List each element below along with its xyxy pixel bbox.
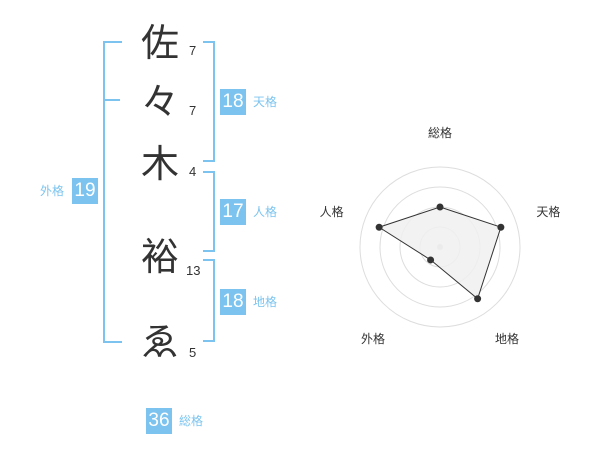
radar-point-1 <box>497 223 505 231</box>
radar-point-4 <box>375 223 383 231</box>
soukaku-badge: 36 <box>146 408 172 434</box>
jinkaku-badge: 17 <box>220 199 246 225</box>
name-strokes-panel: 佐 7 々 7 木 4 裕 13 ゑ 5 外格 19 18 天格 17 人格 1… <box>0 0 300 470</box>
radar-data-series <box>375 203 505 303</box>
chikaku-bracket <box>203 259 215 342</box>
chikaku-badge: 18 <box>220 289 246 315</box>
radar-axis-label-1: 天格 <box>536 204 560 219</box>
gaikaku-bracket-tick <box>103 99 120 101</box>
stroke-count-5: 5 <box>189 345 197 360</box>
name-char-2: 々 <box>140 80 179 124</box>
chikaku-label: 地格 <box>253 295 278 309</box>
stroke-count-1: 7 <box>189 43 197 58</box>
stroke-count-2: 7 <box>189 103 197 118</box>
radar-axis-label-3: 外格 <box>361 331 385 346</box>
tenkaku-badge: 18 <box>220 89 246 115</box>
stroke-count-4: 13 <box>186 263 201 278</box>
radar-axis-label-2: 地格 <box>495 331 519 346</box>
name-char-3: 木 <box>140 142 179 186</box>
radar-point-3 <box>427 256 435 264</box>
radar-axis-label-0: 総格 <box>428 125 452 140</box>
tenkaku-label: 天格 <box>253 95 278 109</box>
radar-point-2 <box>474 295 482 303</box>
name-char-5: ゑ <box>140 320 179 364</box>
tenkaku-bracket <box>203 41 215 162</box>
name-char-1: 佐 <box>140 21 179 65</box>
gaikaku-label: 外格 <box>40 184 65 198</box>
radar-point-0 <box>436 203 444 211</box>
radar-ring-4 <box>359 166 521 328</box>
gaikaku-badge: 19 <box>72 178 98 204</box>
stroke-count-3: 4 <box>189 164 197 179</box>
jinkaku-label: 人格 <box>253 205 278 219</box>
soukaku-label: 総格 <box>179 414 204 428</box>
jinkaku-bracket <box>203 171 215 252</box>
radar-polygon <box>377 206 502 300</box>
gaikaku-bracket <box>103 41 122 343</box>
fortune-radar-chart: 総格天格地格 外格 人格 <box>300 0 600 470</box>
radar-axis-label-4: 人格 <box>320 204 344 219</box>
name-char-4: 裕 <box>140 235 179 279</box>
radar-ring-3 <box>379 186 501 308</box>
